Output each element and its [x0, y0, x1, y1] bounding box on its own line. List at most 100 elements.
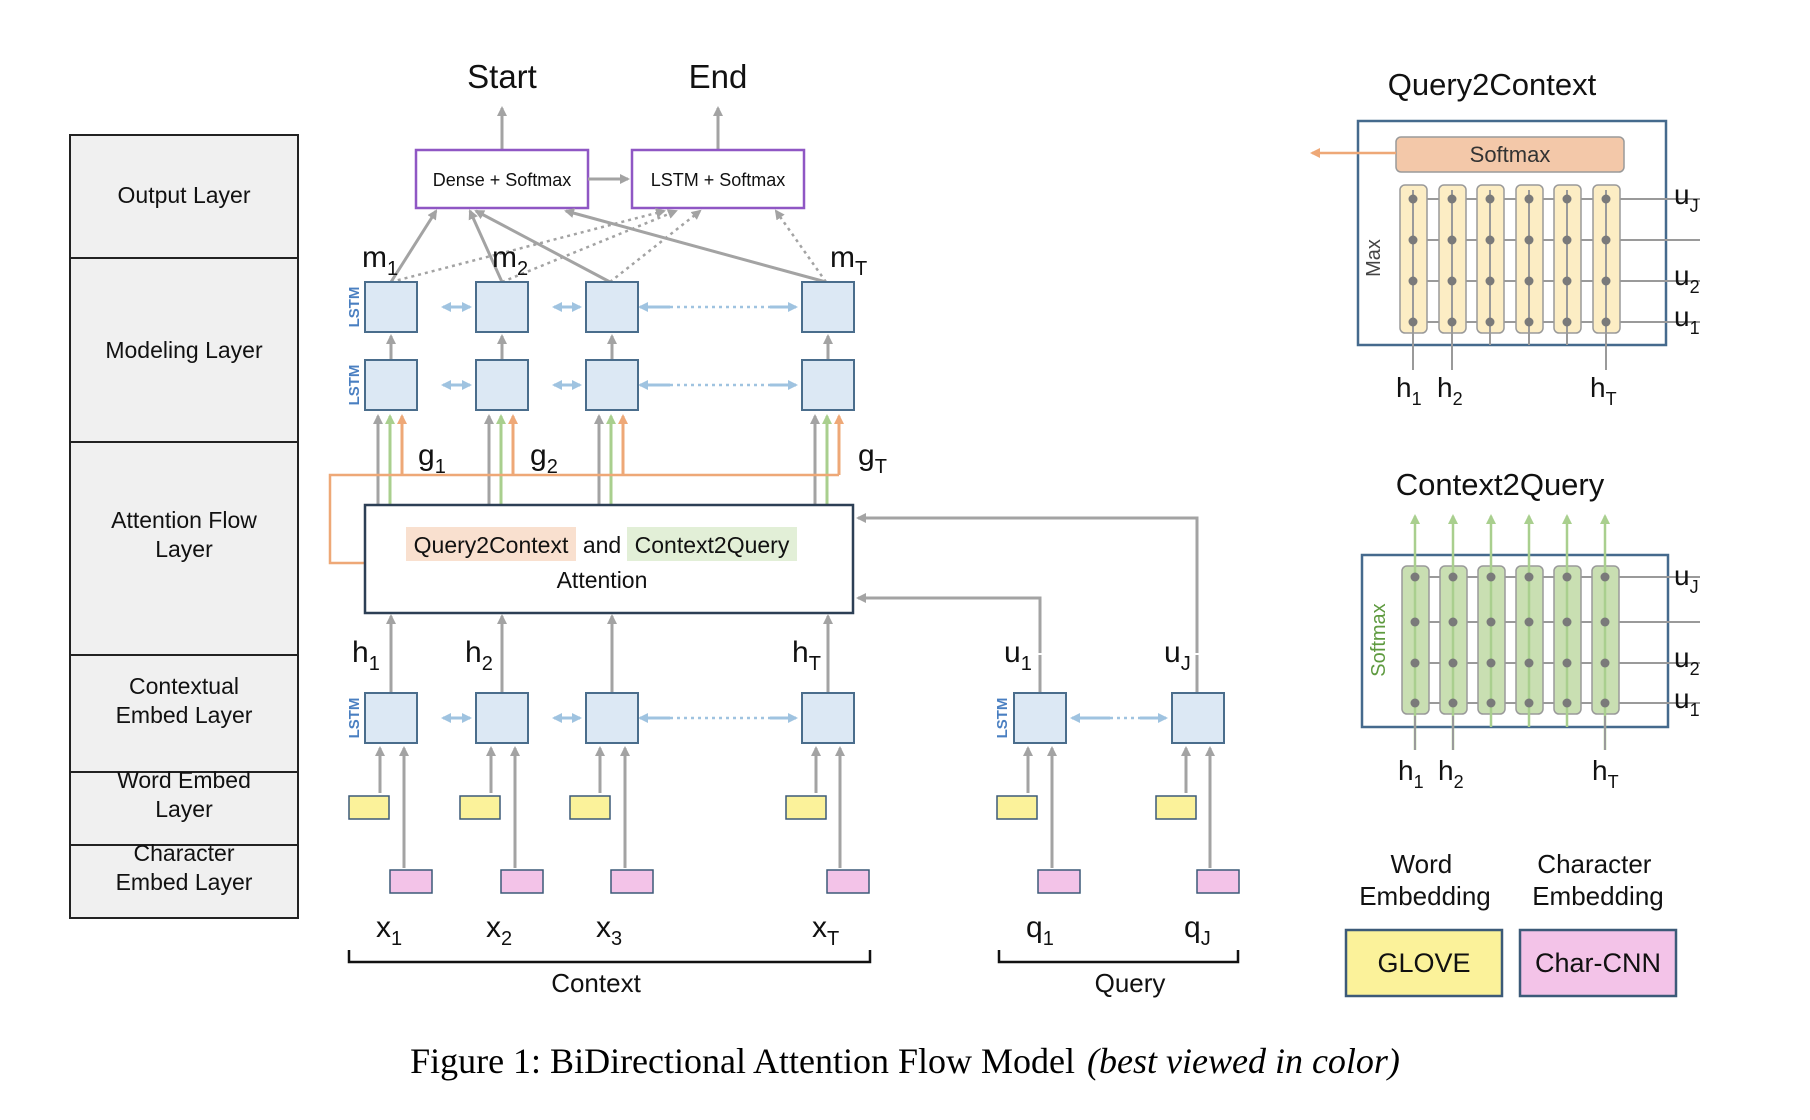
x-label: x1	[376, 911, 402, 950]
c2q-dots	[1410, 572, 1610, 708]
modeling-layer: LSTM LSTM	[346, 281, 855, 411]
layer-label-modeling: Modeling Layer	[105, 337, 263, 363]
h-label: h1	[1398, 755, 1424, 792]
lstm-side-label: LSTM	[346, 698, 363, 739]
caption-note: (best viewed in color)	[1087, 1041, 1400, 1081]
lstm-cell	[364, 359, 418, 411]
char-embed-box	[610, 869, 654, 894]
grid-dot	[1485, 194, 1495, 204]
q2c-highlight	[406, 527, 576, 561]
q2c-columns	[1399, 184, 1621, 334]
x-label: x2	[486, 911, 512, 950]
query-side: u1 uJ LSTM q1 qJ Query	[994, 636, 1240, 998]
caption-main: Figure 1: BiDirectional Attention Flow M…	[410, 1041, 1076, 1081]
q2c-max-label: Max	[1363, 239, 1385, 277]
grid-dot	[1562, 658, 1572, 668]
h-label: hT	[1592, 755, 1619, 792]
grid-dot	[1562, 235, 1572, 245]
grid-dot	[1600, 617, 1610, 627]
char-embed-box	[1037, 869, 1081, 894]
m-labels: m1 m2 mT	[362, 241, 867, 280]
lstm-cell	[585, 692, 639, 744]
grid-dot	[1408, 194, 1418, 204]
x-label: x3	[596, 911, 622, 950]
grid-dot	[1524, 194, 1534, 204]
lstm-cell	[801, 281, 855, 333]
grid-dot	[1448, 572, 1458, 582]
context-label: Context	[551, 968, 641, 998]
q-label: q1	[1026, 911, 1054, 950]
h-label: hT	[1590, 372, 1617, 409]
query-bracket	[997, 950, 1240, 964]
char-cnn-label: Char-CNN	[1535, 948, 1661, 978]
attention-layer: Query2Context and Context2Query Attentio…	[363, 503, 1199, 653]
grid-dot	[1448, 658, 1458, 668]
x-label: xT	[812, 911, 839, 950]
q2c-panel-title: Query2Context	[1388, 67, 1597, 102]
grid-dot	[1524, 235, 1534, 245]
grid-dot	[1486, 658, 1496, 668]
layer-table: Output Layer Modeling Layer Attention Fl…	[69, 134, 299, 919]
lstm-softmax-label: LSTM + Softmax	[651, 170, 786, 190]
glove-box	[1344, 928, 1504, 998]
c2q-panel: Context2Query Softmax uJ u2	[1360, 467, 1700, 792]
end-label: End	[689, 58, 748, 95]
char-embed-box	[500, 869, 544, 894]
m-to-output-links	[389, 208, 828, 284]
grid-dot	[1601, 235, 1611, 245]
grid-dot	[1410, 572, 1420, 582]
c2q-softmax-label: Softmax	[1368, 603, 1390, 676]
lstm-cell	[801, 359, 855, 411]
grid-dot	[1562, 276, 1572, 286]
grid-dot	[1601, 276, 1611, 286]
grid-dot	[1486, 617, 1496, 627]
grid-dot	[1562, 194, 1572, 204]
q2c-text: Query2Context	[414, 532, 569, 558]
embedding-legend: Word Embedding Character Embedding GLOVE…	[1344, 849, 1678, 998]
m-label: mT	[830, 241, 867, 280]
char-embed-box	[826, 869, 870, 894]
lstm-cell	[585, 281, 639, 333]
c2q-text: Context2Query	[635, 532, 790, 558]
char-embed-box	[389, 869, 433, 894]
word-embed-box	[459, 795, 501, 820]
grid-dot	[1447, 276, 1457, 286]
context-bracket	[347, 950, 872, 964]
grid-dot	[1600, 658, 1610, 668]
lstm-cell	[364, 692, 418, 744]
grid-dot	[1410, 698, 1420, 708]
u-label: u2	[1674, 260, 1700, 297]
lstm-cell	[585, 359, 639, 411]
u-label: uJ	[1674, 179, 1699, 216]
lstm-side-label: LSTM	[346, 287, 363, 328]
word-embedding-title: Word Embedding	[1359, 849, 1491, 911]
figure-caption: Figure 1: BiDirectional Attention Flow M…	[0, 1040, 1810, 1082]
start-label: Start	[467, 58, 537, 95]
grid-dot	[1486, 572, 1496, 582]
word-embed-box	[569, 795, 611, 820]
q2c-softmax-bar	[1395, 136, 1625, 173]
h-label: h2	[465, 636, 493, 675]
lstm-cell	[1013, 692, 1067, 744]
grid-dot	[1485, 317, 1495, 327]
grid-dot	[1408, 276, 1418, 286]
grid-dot	[1524, 658, 1534, 668]
q-label: qJ	[1184, 911, 1211, 950]
grid-dot	[1447, 317, 1457, 327]
lstm-softmax-box	[630, 148, 806, 210]
grid-dot	[1600, 572, 1610, 582]
grid-dot	[1601, 194, 1611, 204]
grid-dot	[1524, 276, 1534, 286]
grid-dot	[1447, 194, 1457, 204]
query-label: Query	[1095, 968, 1166, 998]
grid-dot	[1408, 235, 1418, 245]
h-label: hT	[792, 636, 821, 675]
u-label: uJ	[1164, 636, 1191, 675]
word-embed-box	[1155, 795, 1197, 820]
glove-label: GLOVE	[1377, 948, 1470, 978]
char-cnn-box	[1518, 928, 1678, 998]
grid-dot	[1486, 698, 1496, 708]
word-embed-box	[785, 795, 827, 820]
